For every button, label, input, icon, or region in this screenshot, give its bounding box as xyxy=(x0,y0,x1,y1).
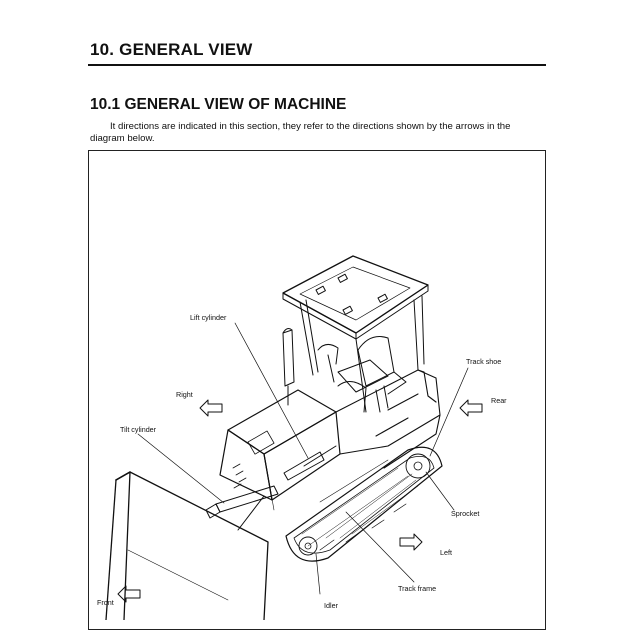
label-right: Right xyxy=(176,390,193,399)
rear-body xyxy=(335,369,441,469)
bulldozer-illustration xyxy=(105,255,483,620)
track-assembly xyxy=(285,446,443,562)
lift-cylinder xyxy=(283,445,337,481)
dozer-blade xyxy=(105,471,269,620)
label-track-shoe: Track shoe xyxy=(466,357,502,366)
label-sprocket: Sprocket xyxy=(451,509,480,518)
label-track-frame: Track frame xyxy=(398,584,437,593)
rear-arrow-icon xyxy=(459,399,483,417)
left-arrow-icon xyxy=(399,533,423,551)
leader-lines xyxy=(137,322,469,595)
section-title-rule xyxy=(88,64,546,66)
right-arrow-icon xyxy=(199,399,223,417)
canopy-roof xyxy=(282,255,429,340)
front-arrow-icon xyxy=(117,585,141,603)
label-front: Front xyxy=(97,598,114,607)
label-lift-cylinder: Lift cylinder xyxy=(190,313,227,322)
canopy-posts xyxy=(299,295,425,413)
label-rear: Rear xyxy=(491,396,507,405)
intro-line-1: It directions are indicated in this sect… xyxy=(110,121,511,132)
tilt-cylinder xyxy=(205,485,279,531)
subsection-title: 10.1 GENERAL VIEW OF MACHINE xyxy=(90,96,347,113)
section-title: 10. GENERAL VIEW xyxy=(90,40,253,59)
intro-text: It directions are indicated in this sect… xyxy=(90,121,548,145)
label-left: Left xyxy=(440,548,452,557)
operator-seat xyxy=(317,336,407,413)
label-idler: Idler xyxy=(324,601,338,610)
engine-hood xyxy=(219,389,341,511)
label-tilt-cylinder: Tilt cylinder xyxy=(120,425,157,434)
intro-line-2: diagram below. xyxy=(90,133,155,144)
